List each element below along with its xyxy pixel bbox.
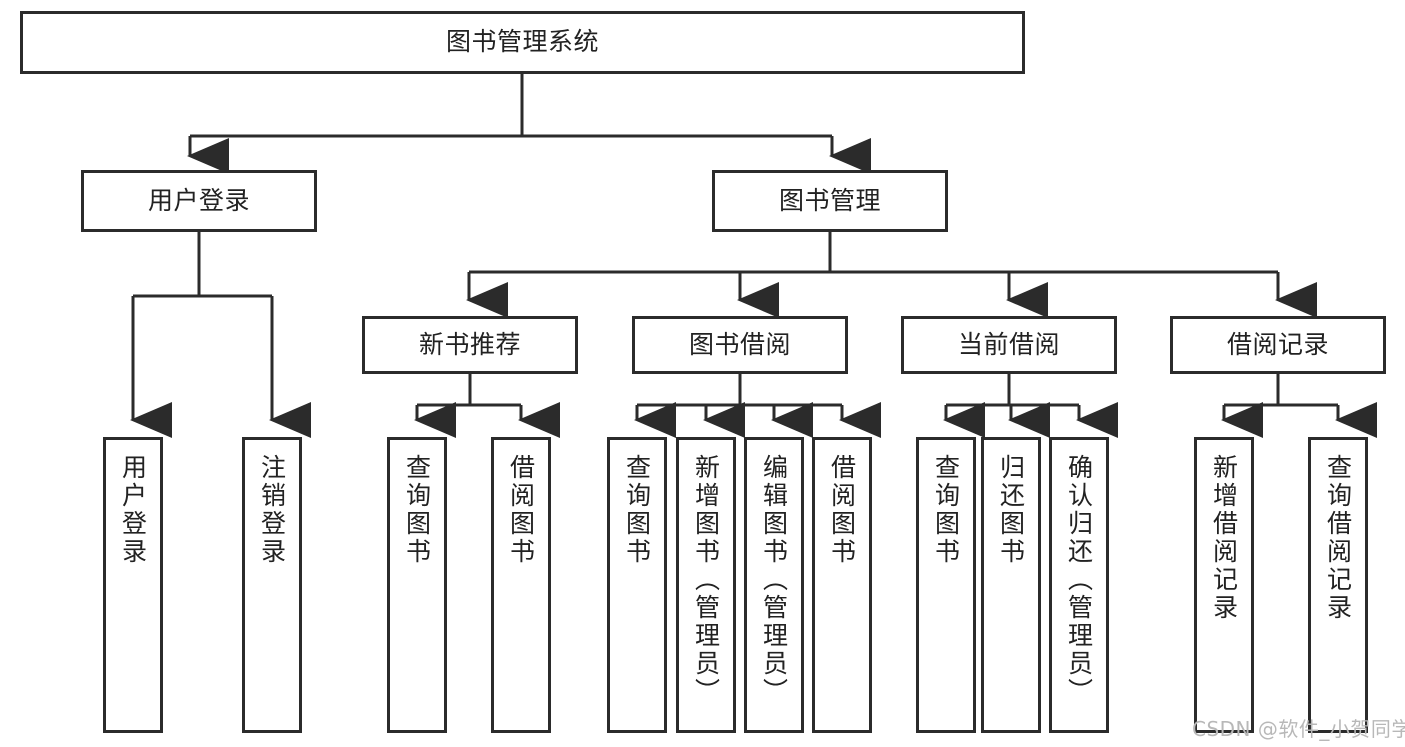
leaf-new-book-borrow-book[interactable]: 借阅图书 (491, 437, 551, 733)
node-label: 图书管理 (778, 185, 881, 215)
node-label: 新书推荐 (418, 329, 521, 359)
node-label: 查询图书 (402, 454, 432, 566)
leaf-current-borrow-return-book[interactable]: 归还图书 (981, 437, 1041, 733)
node-book-management[interactable]: 图书管理 (712, 170, 948, 232)
node-label: 编辑图书（管理员） (759, 454, 789, 706)
node-label: 新增借阅记录 (1209, 454, 1239, 622)
watermark-csdn: CSDN @软件_小贺同学 (1192, 717, 1405, 741)
node-current-borrow[interactable]: 当前借阅 (901, 316, 1117, 374)
node-label: 图书管理系统 (445, 27, 599, 57)
node-label: 新增图书（管理员） (691, 454, 721, 706)
leaf-current-borrow-query-book[interactable]: 查询图书 (916, 437, 976, 733)
node-label: 注销登录 (257, 454, 287, 566)
node-borrow-record[interactable]: 借阅记录 (1170, 316, 1386, 374)
leaf-book-borrow-edit-book-admin[interactable]: 编辑图书（管理员） (744, 437, 804, 733)
node-label: 用户登录 (118, 454, 148, 566)
node-label: 确认归还（管理员） (1064, 454, 1094, 706)
leaf-book-borrow-add-book-admin[interactable]: 新增图书（管理员） (676, 437, 736, 733)
leaf-book-borrow-query-book[interactable]: 查询图书 (607, 437, 667, 733)
leaf-user-login-login[interactable]: 用户登录 (103, 437, 163, 733)
leaf-user-login-logout[interactable]: 注销登录 (242, 437, 302, 733)
node-label: 归还图书 (996, 454, 1026, 566)
leaf-current-borrow-confirm-return-admin[interactable]: 确认归还（管理员） (1049, 437, 1109, 733)
node-label: 图书借阅 (688, 329, 791, 359)
node-label: 借阅图书 (827, 454, 857, 566)
node-label: 借阅图书 (506, 454, 536, 566)
node-book-borrow[interactable]: 图书借阅 (632, 316, 848, 374)
node-label: 查询图书 (931, 454, 961, 566)
node-label: 当前借阅 (957, 329, 1060, 359)
leaf-borrow-record-query-record[interactable]: 查询借阅记录 (1308, 437, 1368, 733)
leaf-new-book-query-book[interactable]: 查询图书 (387, 437, 447, 733)
leaf-book-borrow-borrow-book[interactable]: 借阅图书 (812, 437, 872, 733)
node-user-login[interactable]: 用户登录 (81, 170, 317, 232)
node-label: 用户登录 (147, 185, 250, 215)
node-new-book-recommend[interactable]: 新书推荐 (362, 316, 578, 374)
leaf-borrow-record-add-record[interactable]: 新增借阅记录 (1194, 437, 1254, 733)
node-label: 查询图书 (622, 454, 652, 566)
node-root-book-management-system[interactable]: 图书管理系统 (20, 11, 1025, 74)
node-label: 借阅记录 (1226, 329, 1329, 359)
node-label: 查询借阅记录 (1323, 454, 1353, 622)
